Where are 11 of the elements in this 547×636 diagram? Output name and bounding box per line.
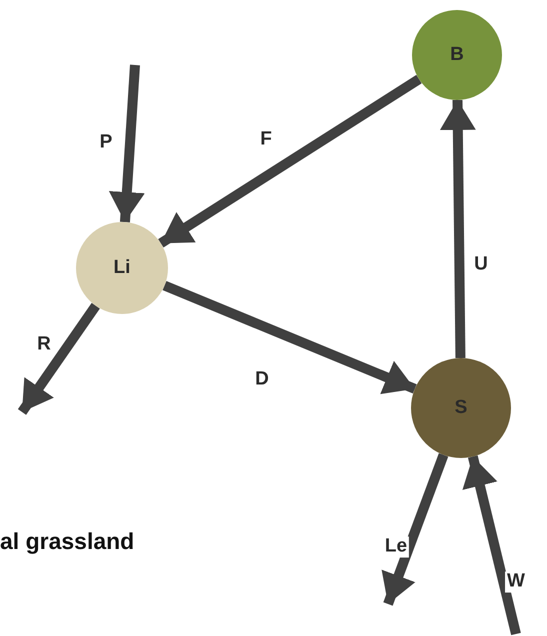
arrow bbox=[18, 302, 100, 415]
caption-text: al grassland bbox=[0, 528, 134, 555]
node-label: S bbox=[454, 397, 468, 419]
arrow bbox=[462, 455, 521, 636]
node-label: Li bbox=[114, 257, 130, 279]
arrow bbox=[162, 280, 417, 394]
edge-label: W bbox=[505, 572, 527, 592]
arrow bbox=[382, 453, 448, 606]
arrow bbox=[108, 64, 145, 222]
node-label: B bbox=[450, 44, 464, 66]
arrow bbox=[158, 74, 422, 248]
